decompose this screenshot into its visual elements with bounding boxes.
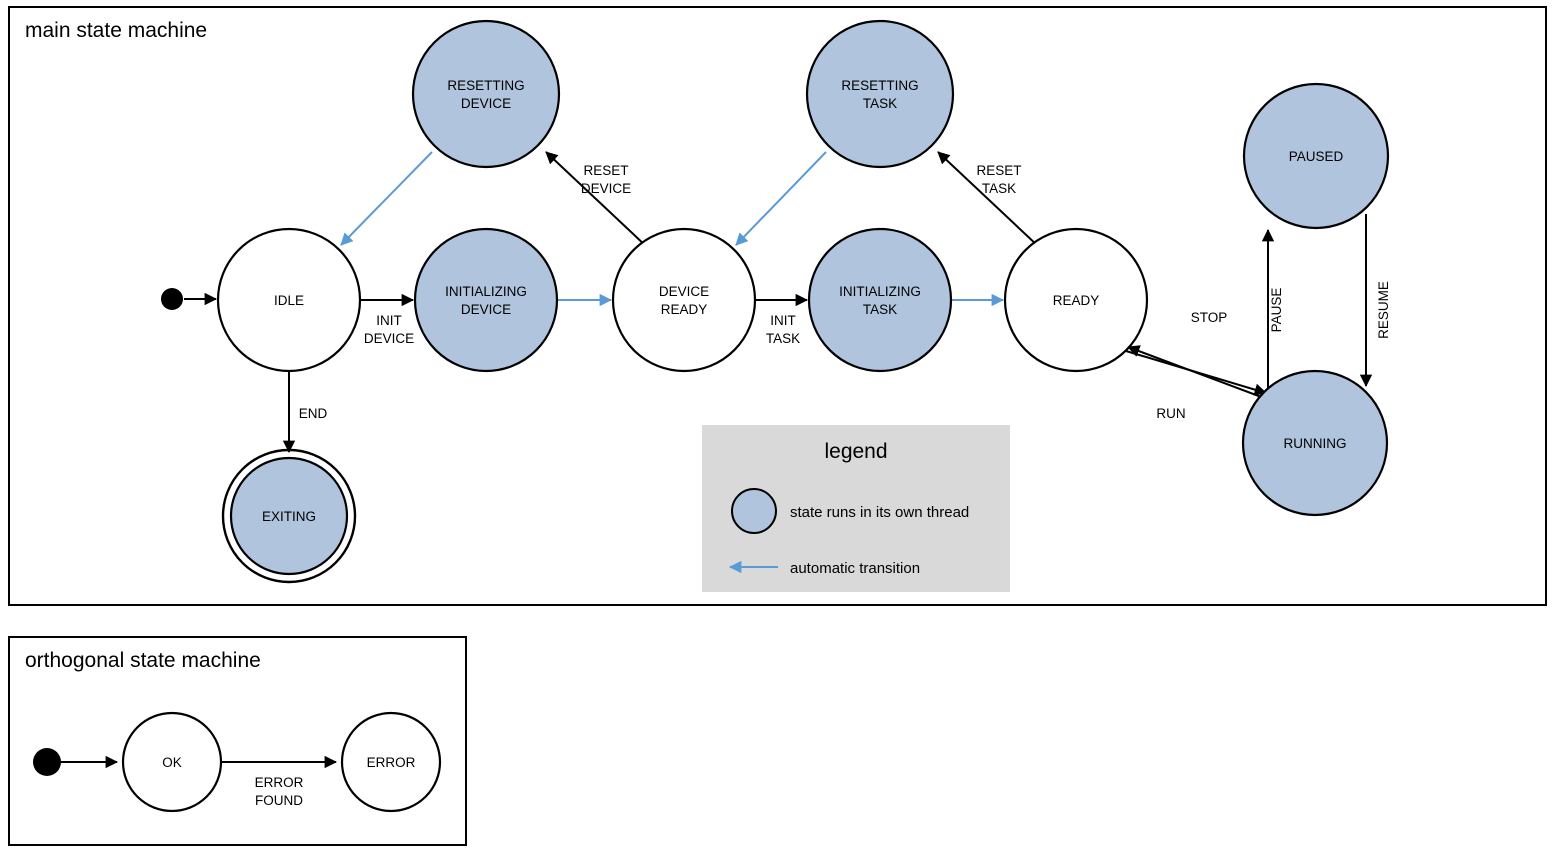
transition-label-line: RESUME — [1376, 281, 1391, 339]
legend-item-auto-arrow: automatic transition — [729, 560, 920, 577]
transition-label-devready-resetdev: RESET DEVICE — [581, 163, 631, 196]
transition-label-line: INIT — [376, 313, 402, 328]
transition-resetdev-idle[interactable] — [340, 151, 433, 246]
state-circle-initializing_device — [413, 227, 559, 373]
state-node-error[interactable]: ERROR — [340, 711, 442, 813]
transition-label-line: ERROR — [255, 775, 304, 790]
legend-item-label: state runs in its own thread — [790, 504, 969, 521]
state-circle-device_ready — [611, 227, 757, 373]
transition-label-ready-resettask: RESET TASK — [976, 163, 1021, 196]
state-node-initializing_task[interactable]: INITIALIZING TASK — [807, 227, 953, 373]
state-label-resetting_device: DEVICE — [461, 96, 511, 111]
transition-label-paused-running: RESUME — [1376, 281, 1391, 339]
orthogonal-states-layer: OK ERROR — [33, 711, 442, 813]
legend-title: legend — [824, 440, 887, 463]
state-node-paused[interactable]: PAUSED — [1242, 82, 1390, 230]
state-label-running: RUNNING — [1284, 436, 1347, 451]
state-circle-error — [340, 711, 442, 813]
transition-label-line: TASK — [766, 331, 800, 346]
state-label-idle: IDLE — [274, 293, 304, 308]
panel-title-orthogonal: orthogonal state machine — [25, 649, 261, 672]
transition-label-line: RESET — [583, 163, 628, 178]
state-label-paused: PAUSED — [1289, 149, 1344, 164]
transition-label-line: RUN — [1156, 406, 1185, 421]
transition-resettask-devready[interactable] — [735, 151, 827, 246]
legend-thread-state-swatch-icon — [731, 488, 777, 534]
state-node-initializing_device[interactable]: INITIALIZING DEVICE — [413, 227, 559, 373]
state-circle-paused — [1242, 82, 1390, 230]
state-label-device_ready: DEVICE — [659, 284, 709, 299]
orthogonal-transition-labels: ERROR FOUND — [255, 775, 304, 808]
state-label-resetting_device: RESETTING — [447, 78, 524, 93]
transition-label-line: DEVICE — [581, 181, 631, 196]
state-node-start[interactable] — [161, 288, 183, 310]
panel-frames — [8, 6, 1547, 846]
main-transition-labels: INIT DEVICE RESET DEVICE END INIT TASK RESET TAS… — [299, 163, 1391, 421]
main-states-layer: IDLERESETTINGDEVICEINITIALIZINGDEVICEDEV… — [161, 19, 1390, 584]
legend-item-label: automatic transition — [790, 560, 920, 577]
state-label-exiting: EXITING — [262, 509, 316, 524]
state-label-resetting_task: RESETTING — [841, 78, 918, 93]
panel-title-main: main state machine — [25, 19, 207, 42]
state-label-error: ERROR — [367, 755, 416, 770]
state-node-exiting[interactable]: EXITING — [221, 448, 357, 584]
state-label-initializing_task: INITIALIZING — [839, 284, 921, 299]
transition-devready-resetdev[interactable] — [545, 151, 648, 248]
state-node-ready[interactable]: READY — [1003, 227, 1149, 373]
state-label-initializing_task: TASK — [863, 302, 897, 317]
state-node-idle[interactable]: IDLE — [216, 227, 362, 373]
panel-frame-orthogonal — [8, 636, 467, 846]
state-node-running[interactable]: RUNNING — [1241, 369, 1389, 517]
legend: legend state runs in its own thread automa… — [702, 425, 1010, 592]
state-circle-resetting_device — [411, 19, 561, 169]
state-label-initializing_device: DEVICE — [461, 302, 511, 317]
state-label-device_ready: READY — [661, 302, 708, 317]
transition-label-line: DEVICE — [364, 331, 414, 346]
state-node-ok[interactable]: OK — [121, 711, 223, 813]
transition-label-line: FOUND — [255, 793, 303, 808]
transition-label-idle-exiting: END — [299, 406, 328, 421]
state-circle-exiting — [229, 456, 349, 576]
final-state-outer-ring — [221, 448, 357, 584]
state-node-resetting_task[interactable]: RESETTING TASK — [805, 19, 955, 169]
transition-running-ready[interactable] — [1127, 345, 1273, 402]
transition-label-idle-initdev: INIT DEVICE — [364, 313, 414, 346]
initial-state-dot — [161, 288, 183, 310]
transition-label-devready-inittask: INIT TASK — [766, 313, 800, 346]
state-node-ortho_start[interactable] — [33, 748, 61, 776]
transition-label-line: END — [299, 406, 328, 421]
transition-label-running-ready: STOP — [1191, 310, 1228, 325]
state-node-device_ready[interactable]: DEVICE READY — [611, 227, 757, 373]
state-circle-ok — [121, 711, 223, 813]
state-circle-resetting_task — [805, 19, 955, 169]
transition-label-line: PAUSE — [1269, 288, 1284, 333]
state-label-initializing_device: INITIALIZING — [445, 284, 527, 299]
transition-ready-resettask[interactable] — [937, 151, 1040, 248]
state-circle-initializing_task — [807, 227, 953, 373]
transition-label-line: TASK — [982, 181, 1016, 196]
transition-label-line: RESET — [976, 163, 1021, 178]
state-label-resetting_task: TASK — [863, 96, 897, 111]
state-label-ready: READY — [1053, 293, 1100, 308]
transition-label-running-paused: PAUSE — [1269, 288, 1284, 333]
state-node-resetting_device[interactable]: RESETTING DEVICE — [411, 19, 561, 169]
transition-label-line: INIT — [770, 313, 796, 328]
transition-label-line: STOP — [1191, 310, 1228, 325]
state-circle-idle — [216, 227, 362, 373]
initial-state-dot — [33, 748, 61, 776]
state-circle-ready — [1003, 227, 1149, 373]
panel-titles: main state machine orthogonal state machi… — [25, 19, 261, 672]
legend-item-thread-state: state runs in its own thread — [731, 488, 969, 534]
transition-label-ready-running: RUN — [1156, 406, 1185, 421]
state-circle-running — [1241, 369, 1389, 517]
state-label-ok: OK — [162, 755, 182, 770]
main-transitions-layer — [184, 151, 1373, 453]
panel-frame-main — [8, 6, 1547, 606]
transition-label-ok-error: ERROR FOUND — [255, 775, 304, 808]
